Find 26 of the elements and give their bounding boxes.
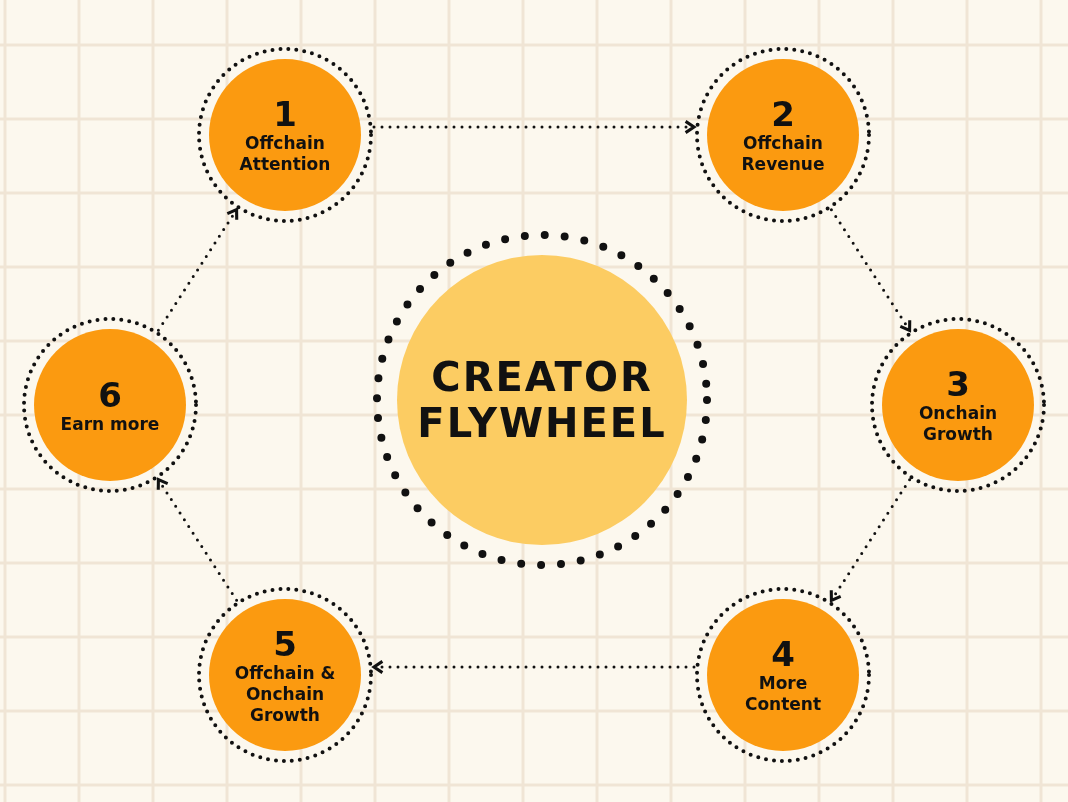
dotted-arrow <box>156 208 239 332</box>
step-number: 4 <box>771 635 795 673</box>
dotted-arrow <box>829 208 912 332</box>
step-label: Offchain & Onchain Growth <box>233 662 337 726</box>
step-label: Onchain Growth <box>917 403 999 445</box>
step-label: More Content <box>743 673 823 715</box>
dotted-arrow <box>829 478 912 602</box>
step-circle <box>693 585 873 765</box>
step-label: Offchain Attention <box>238 133 332 175</box>
dotted-arrow <box>372 659 696 675</box>
step-circle <box>693 45 873 225</box>
step-number: 6 <box>98 375 122 414</box>
step-circle <box>20 315 200 495</box>
step-number: 5 <box>273 624 297 663</box>
step-circle <box>195 585 375 765</box>
step-circle <box>868 315 1048 495</box>
center-circle <box>373 231 711 569</box>
dotted-arrow <box>372 119 696 135</box>
dotted-arrow <box>156 478 239 602</box>
step-number: 2 <box>771 95 795 133</box>
step-label: Offchain Revenue <box>740 133 826 175</box>
step-number: 3 <box>946 365 970 403</box>
step-circle <box>195 45 375 225</box>
title-text: CREATOR FLYWHEEL <box>416 354 668 446</box>
step-label: Earn more <box>59 413 161 435</box>
step-number: 1 <box>273 95 297 133</box>
